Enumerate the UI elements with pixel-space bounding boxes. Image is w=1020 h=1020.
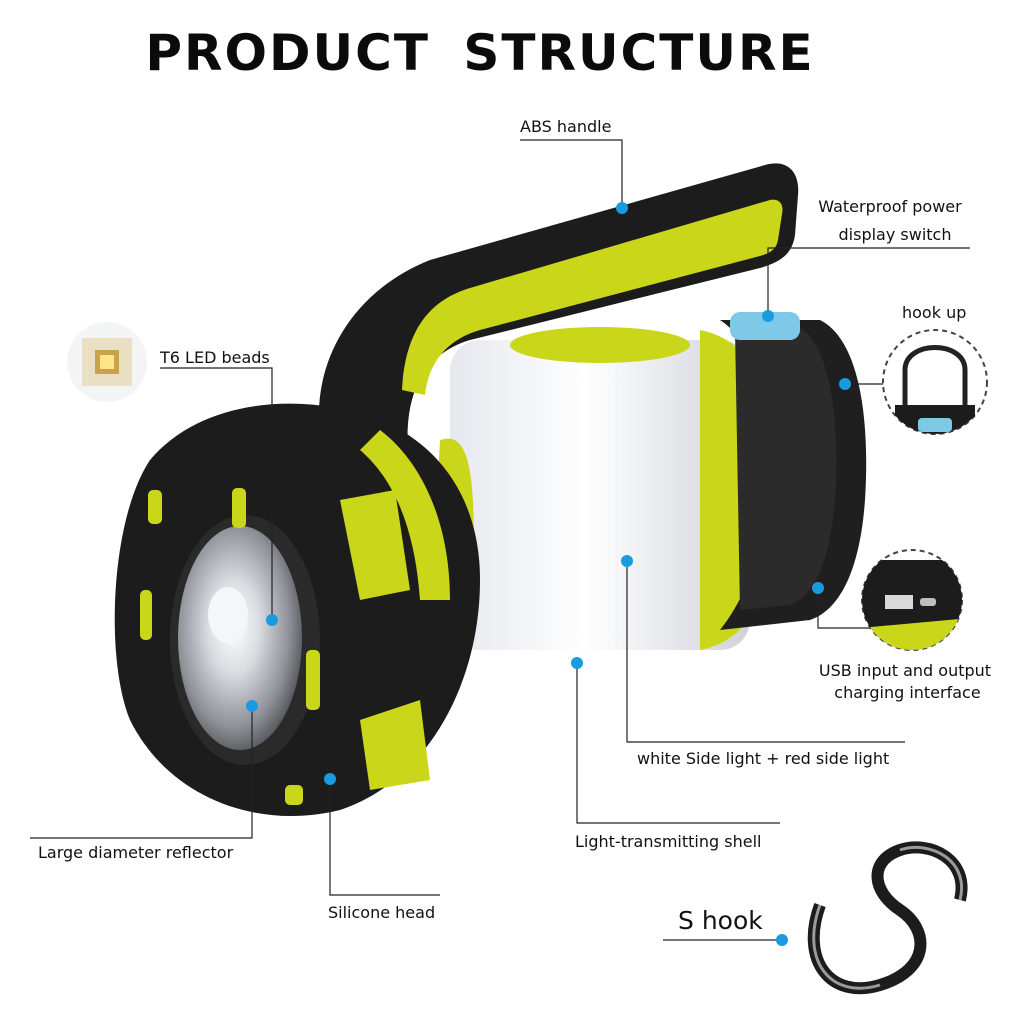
rear-cap	[720, 312, 867, 630]
label-waterproof-switch-1: Waterproof power	[818, 197, 962, 216]
t6-led-inset	[67, 322, 147, 402]
label-side-light: white Side light + red side light	[637, 749, 890, 768]
abs-handle-shape	[318, 163, 799, 470]
label-shell: Light-transmitting shell	[575, 832, 762, 851]
label-t6-led: T6 LED beads	[160, 348, 270, 367]
hook-up-inset	[882, 329, 988, 435]
page-title: PRODUCT STRUCTURE	[145, 24, 815, 82]
lamp-head	[114, 403, 481, 816]
label-silicone-head: Silicone head	[328, 903, 436, 922]
label-abs-handle: ABS handle	[520, 117, 612, 136]
label-usb-2: charging interface	[834, 683, 981, 702]
marker-dots	[246, 202, 851, 946]
label-hook-up: hook up	[902, 303, 967, 322]
cylinder-body	[430, 327, 770, 655]
s-hook-shape	[807, 841, 968, 995]
label-s-hook: S hook	[678, 906, 763, 935]
usb-inset	[861, 549, 963, 651]
label-usb-1: USB input and output	[818, 661, 992, 680]
label-waterproof-switch-2: display switch	[838, 225, 952, 244]
label-reflector: Large diameter reflector	[38, 843, 234, 862]
callout-lines	[30, 139, 970, 941]
